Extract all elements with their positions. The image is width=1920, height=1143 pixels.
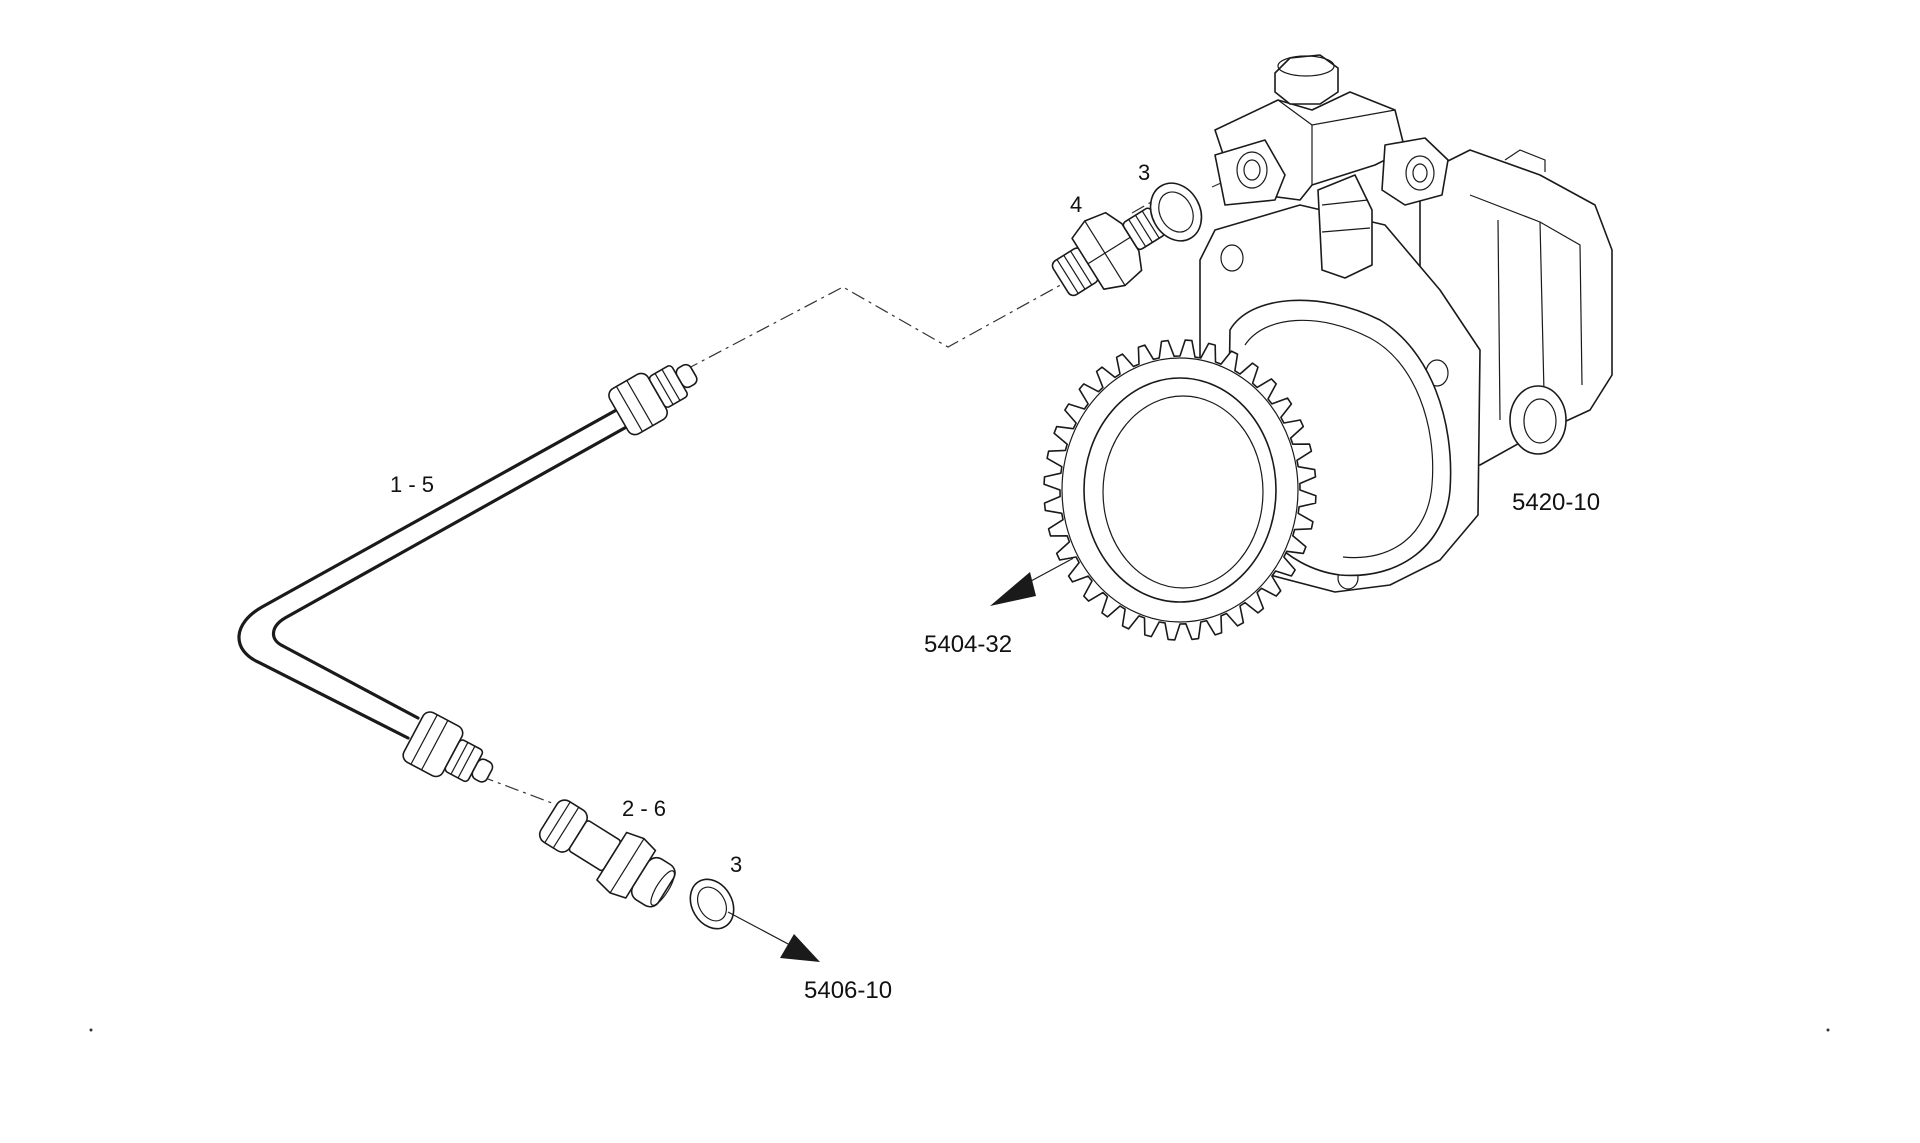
- adapter-fitting: [538, 799, 676, 908]
- arrow-to-outlet-ref-head: [780, 934, 820, 962]
- callout-adapter: 2 - 6: [622, 796, 666, 821]
- pump-outlet-port: [1381, 137, 1449, 206]
- pump-inlet-bore: [1236, 151, 1268, 189]
- fuel-pump-assembly: [1199, 54, 1613, 593]
- callout-union: 4: [1070, 192, 1082, 217]
- centerline-pipe-to-union: [684, 281, 1067, 371]
- ref-outlet: 5406-10: [804, 977, 892, 1004]
- fuel-pipe-outer-wall: [237, 406, 622, 740]
- centerline-union-to-washer: [1131, 196, 1161, 214]
- arrow-to-gear-ref-head: [990, 572, 1036, 606]
- centerline-pipe-to-adapter: [479, 775, 561, 807]
- sealing-washer-lower: [689, 878, 735, 930]
- callout-washer-upper: 3: [1138, 160, 1150, 185]
- gear-bore: [1083, 377, 1277, 603]
- pipe-upper-nut: [608, 363, 698, 436]
- fuel-pipe: [237, 363, 698, 783]
- reference-arrows: [727, 559, 1071, 962]
- pump-top-cap-nut: [1274, 54, 1339, 105]
- callout-washer-lower: 3: [730, 852, 742, 877]
- corner-mark-right: [1826, 1028, 1830, 1032]
- sealing-washer-upper: [1149, 182, 1203, 242]
- drive-gear: [1043, 339, 1317, 641]
- pipe-lower-nut: [402, 711, 494, 783]
- callout-pipe: 1 - 5: [390, 472, 434, 497]
- callout-labels: 1 - 5 2 - 6 3 3 4 5420-10 5404-32 5406-1…: [390, 160, 1600, 1004]
- union-fitting: [1051, 207, 1166, 297]
- ref-gear: 5404-32: [924, 631, 1012, 658]
- fuel-pipe-inner-wall: [271, 423, 632, 720]
- gear-root-circle: [1061, 357, 1299, 623]
- corner-mark-left: [89, 1028, 93, 1032]
- ref-pump: 5420-10: [1512, 489, 1600, 516]
- arrow-to-outlet-ref-shaft: [727, 911, 791, 946]
- pump-inlet-port: [1214, 139, 1286, 206]
- pump-head-pillar: [1317, 174, 1373, 279]
- pump-side-port: [1509, 385, 1567, 455]
